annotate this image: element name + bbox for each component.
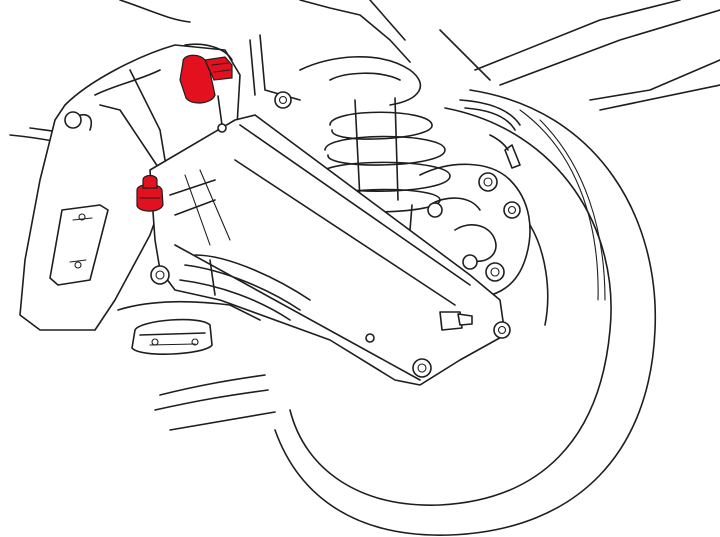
vehicle-body-outline	[9, 0, 720, 431]
hub-knuckle	[419, 134, 531, 297]
chassis-bracket	[19, 34, 301, 331]
lower-control-arm	[149, 114, 511, 386]
lower-mount	[117, 300, 261, 355]
lower-bushing-bolt	[136, 174, 164, 212]
upper-bushing-bolt	[179, 54, 233, 133]
rear-tire	[274, 89, 657, 536]
